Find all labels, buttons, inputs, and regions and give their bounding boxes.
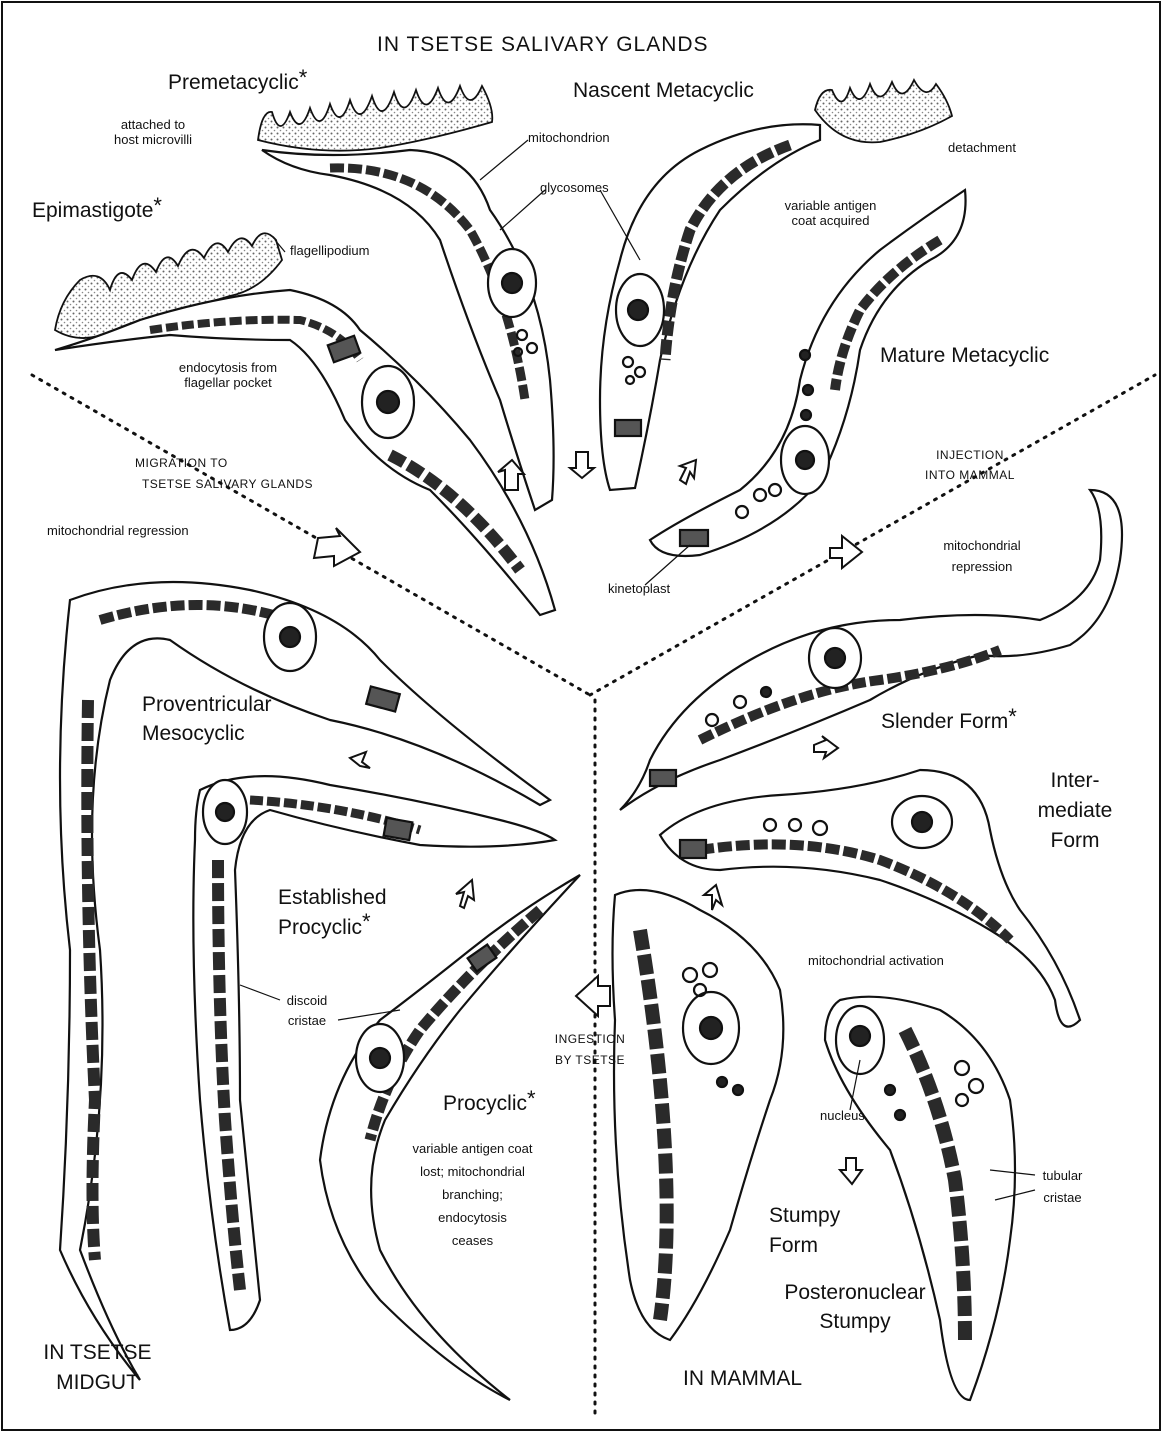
midgut-line-1: IN TSETSE <box>40 1338 155 1368</box>
arrow-slender-to-intermediate <box>814 736 838 758</box>
attached-line-2: host microvilli <box>98 132 208 147</box>
migration-line-2: TSETSE SALIVARY GLANDS <box>115 477 340 491</box>
arrow-established-to-procyclic <box>456 880 474 908</box>
premetacyclic-text: Premetacyclic <box>168 71 299 94</box>
procyclic-note-line-2: lost; mitochondrial <box>390 1160 555 1183</box>
stumpy-line-2: Form <box>769 1231 840 1261</box>
annotation-kinetoplast: kinetoplast <box>608 581 670 596</box>
epimastigote-asterisk: * <box>153 193 162 218</box>
annotation-mitochondrion: mitochondrion <box>528 130 610 145</box>
region-label-mammal: IN MAMMAL <box>683 1367 802 1391</box>
annotation-migration-to-tsetse-salivary-glands: MIGRATION TO TSETSE SALIVARY GLANDS <box>115 456 340 491</box>
slender-form-text: Slender Form <box>881 710 1008 733</box>
annotation-injection-into-mammal: INJECTION INTO MAMMAL <box>905 448 1035 482</box>
repression-line-1: mitochondrial <box>932 538 1032 553</box>
procyclic-note-line-1: variable antigen coat <box>390 1137 555 1160</box>
region-label-midgut: IN TSETSE MIDGUT <box>40 1338 155 1398</box>
annotation-procyclic-changes: variable antigen coat lost; mitochondria… <box>390 1137 555 1252</box>
stage-label-mature-metacyclic: Mature Metacyclic <box>880 344 1049 368</box>
endocytosis-line-2: flagellar pocket <box>158 375 298 390</box>
stage-label-epimastigote: Epimastigote* <box>32 199 162 225</box>
stage-label-slender-form: Slender Form* <box>881 710 1017 736</box>
attached-line-1: attached to <box>98 117 208 132</box>
intermediate-line-3: Form <box>1030 826 1120 856</box>
host-microvilli-right <box>815 80 952 142</box>
annotation-discoid-cristae: discoid cristae <box>272 993 342 1028</box>
repression-line-2: repression <box>932 559 1032 574</box>
procyclic-asterisk: * <box>527 1086 536 1111</box>
annotation-detachment: detachment <box>948 140 1016 155</box>
discoid-line-1: discoid <box>272 993 342 1008</box>
cell-stumpy-form <box>613 890 784 1340</box>
arrow-nascent-to-mature <box>680 460 696 484</box>
posteronuclear-line-1: Posteronuclear <box>770 1278 940 1307</box>
annotation-mitochondrial-activation: mitochondrial activation <box>808 953 944 968</box>
discoid-line-2: cristae <box>272 1013 342 1028</box>
cell-posteronuclear-stumpy <box>825 997 1015 1400</box>
variable-antigen-line-2: coat acquired <box>768 213 893 228</box>
arrow-premetacyclic-to-nascent <box>570 452 594 478</box>
stage-label-procyclic: Procyclic* <box>443 1092 536 1118</box>
annotation-flagellipodium: flagellipodium <box>290 243 370 258</box>
stage-label-proventricular-mesocyclic: Proventricular Mesocyclic <box>142 690 272 748</box>
injection-line-1: INJECTION <box>905 448 1035 462</box>
ingestion-line-2: BY TSETSE <box>540 1053 640 1067</box>
arrow-proventricular-to-established <box>350 752 370 768</box>
annotation-glycosomes: glycosomes <box>540 180 609 195</box>
arrow-intermediate-to-stumpy <box>704 885 722 910</box>
proventricular-line-1: Proventricular <box>142 690 272 719</box>
procyclic-text: Procyclic <box>443 1092 527 1115</box>
variable-antigen-line-1: variable antigen <box>768 198 893 213</box>
annotation-endocytosis-from-flagellar-pocket: endocytosis from flagellar pocket <box>158 360 298 390</box>
proventricular-line-2: Mesocyclic <box>142 719 272 748</box>
procyclic-note-line-4: endocytosis <box>390 1206 555 1229</box>
arrow-injection-into-mammal <box>830 536 862 568</box>
injection-line-2: INTO MAMMAL <box>905 468 1035 482</box>
posteronuclear-line-2: Stumpy <box>770 1307 940 1336</box>
annotation-tubular-cristae: tubular cristae <box>1030 1165 1095 1209</box>
midgut-line-2: MIDGUT <box>40 1368 155 1398</box>
region-label-salivary-glands: IN TSETSE SALIVARY GLANDS <box>377 33 709 57</box>
annotation-attached-to-host-microvilli: attached to host microvilli <box>98 117 208 147</box>
annotation-variable-antigen-coat-acquired: variable antigen coat acquired <box>768 198 893 228</box>
stage-label-intermediate-form: Inter- mediate Form <box>1030 766 1120 856</box>
intermediate-line-2: mediate <box>1030 796 1120 826</box>
stage-label-nascent-metacyclic: Nascent Metacyclic <box>573 79 754 103</box>
stage-label-premetacyclic: Premetacyclic* <box>168 71 307 97</box>
stage-label-established-procyclic: Established Procyclic* <box>278 883 387 943</box>
stage-label-posteronuclear-stumpy: Posteronuclear Stumpy <box>770 1278 940 1336</box>
established-line-2: Procyclic* <box>278 913 387 943</box>
procyclic-note-line-5: ceases <box>390 1229 555 1252</box>
arrow-ingestion-by-tsetse <box>576 976 610 1016</box>
epimastigote-text: Epimastigote <box>32 199 153 222</box>
annotation-nucleus: nucleus <box>820 1108 865 1123</box>
stage-label-stumpy-form: Stumpy Form <box>769 1201 840 1261</box>
intermediate-line-1: Inter- <box>1030 766 1120 796</box>
slender-form-asterisk: * <box>1008 704 1017 729</box>
procyclic-note-line-3: branching; <box>390 1183 555 1206</box>
premetacyclic-asterisk: * <box>299 65 308 90</box>
annotation-mitochondrial-repression: mitochondrial repression <box>932 538 1032 574</box>
annotation-ingestion-by-tsetse: INGESTION BY TSETSE <box>540 1032 640 1067</box>
endocytosis-line-1: endocytosis from <box>158 360 298 375</box>
tubular-line-2: cristae <box>1030 1187 1095 1209</box>
migration-line-1: MIGRATION TO <box>115 456 340 470</box>
established-asterisk: * <box>362 909 371 934</box>
tubular-line-1: tubular <box>1030 1165 1095 1187</box>
arrow-stumpy-to-posteronuclear <box>840 1158 862 1184</box>
stumpy-line-1: Stumpy <box>769 1201 840 1231</box>
ingestion-line-1: INGESTION <box>540 1032 640 1046</box>
established-line-2-text: Procyclic <box>278 916 362 939</box>
annotation-mitochondrial-regression: mitochondrial regression <box>47 523 189 538</box>
